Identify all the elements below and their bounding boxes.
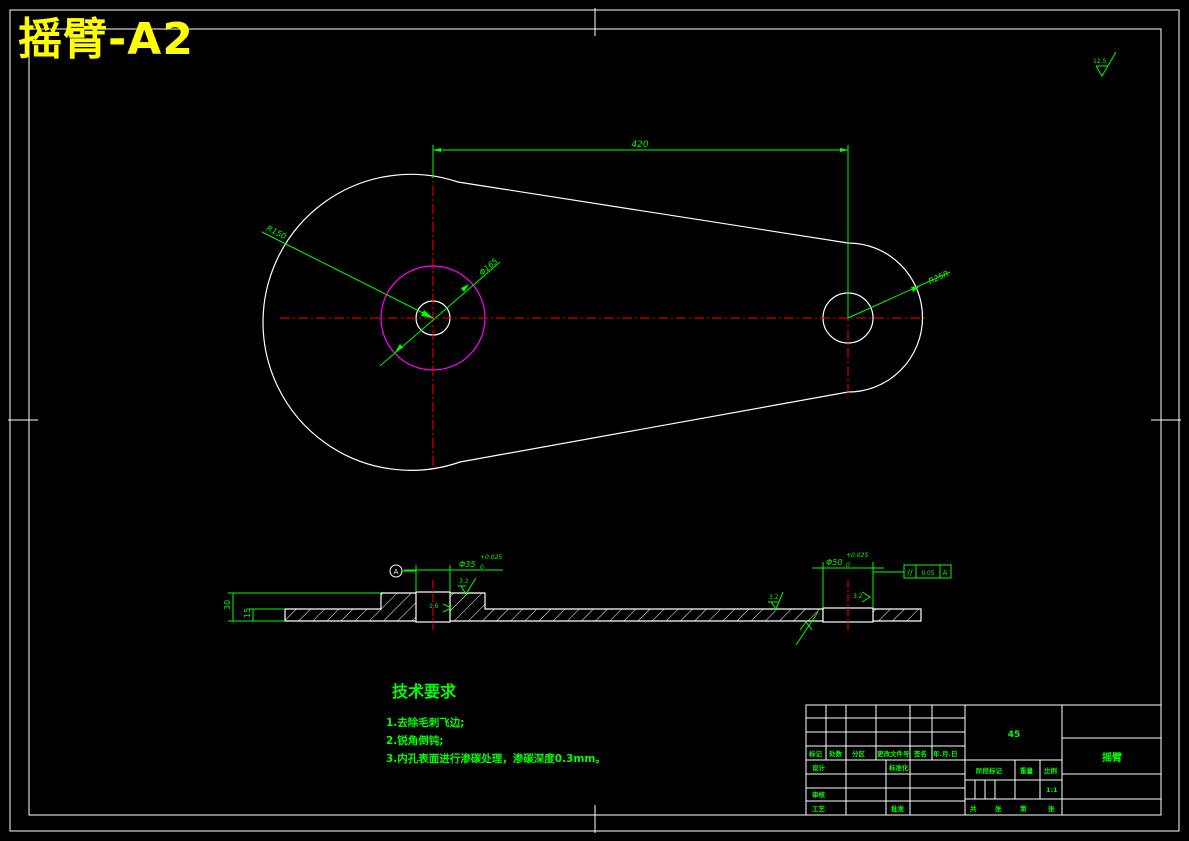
tb-scale-label: 比例 (1044, 766, 1058, 775)
phi50-tol-lower: 0 (846, 562, 850, 569)
tb-header-4: 签名 (913, 749, 927, 758)
svg-text:3.2: 3.2 (459, 578, 469, 585)
tb-header-2: 分区 (852, 749, 866, 758)
tech-requirement-item-1: 1.去除毛刺飞边; (386, 717, 465, 729)
phi50-tol-upper: +0.025 (846, 552, 868, 559)
title-block-text: 标记 处数 分区 更改文件号 签名 年.月.日 设计 标准化 审核 工艺 批准 … (808, 730, 1122, 813)
title-block (805, 704, 1162, 816)
phi35-text: Φ35 (459, 560, 475, 569)
drawing-title: 摇臂-A2 (18, 14, 194, 65)
svg-text:1.6: 1.6 (429, 603, 439, 610)
tb-part-name: 摇臂 (1102, 751, 1122, 764)
tb-sheet-num: 第 (1020, 804, 1027, 813)
tb-sheet-word: 张 (995, 804, 1002, 813)
top-view: 420 R150 Φ165 R25R (261, 140, 951, 471)
r150-text: R150 (265, 224, 288, 241)
r150-arrow (421, 310, 433, 318)
parallelism-frame: // 0.05 A (873, 564, 952, 579)
tb-design: 设计 (812, 763, 826, 772)
parallel-value: 0.05 (921, 570, 935, 577)
tb-process: 工艺 (812, 804, 826, 813)
tb-review: 审核 (812, 790, 826, 799)
tb-header-5: 年.月.日 (933, 749, 957, 758)
r25-arrow (911, 286, 920, 292)
svg-text:3.2: 3.2 (853, 593, 863, 600)
tb-stage-mark: 阶段标记 (976, 766, 1003, 775)
roughness-surface: 3.2 (768, 591, 819, 646)
dim-420-arrow-right (840, 148, 848, 152)
roughness-hole-right: 3.2 (853, 591, 871, 603)
tb-material: 45 (1008, 730, 1021, 740)
tb-standardization: 标准化 (888, 763, 909, 772)
tb-scale-value: 1:1 (1046, 786, 1058, 794)
tb-approve: 批准 (891, 804, 905, 813)
tb-header-0: 标记 (808, 749, 823, 758)
phi165-arrow-a (461, 284, 469, 292)
phi35-tol-upper: +0.025 (480, 554, 502, 561)
technical-requirements: 技术要求 1.去除毛刺飞边; 2.锐角倒钝; 3.内孔表面进行渗碳处理，渗碳深度… (386, 678, 606, 768)
parallel-symbol: // (907, 568, 913, 577)
tech-requirement-item-3: 3.内孔表面进行渗碳处理，渗碳深度0.3mm。 (386, 753, 606, 765)
parallel-datum: A (943, 569, 948, 577)
tb-sheet-word2: 张 (1048, 804, 1055, 813)
lever-outline (262, 173, 924, 471)
tech-requirement-item-2: 2.锐角倒钝; (386, 735, 444, 747)
dim-30-text: 30 (223, 600, 232, 610)
dim-420-text: 420 (631, 140, 648, 150)
svg-text:3.2: 3.2 (769, 594, 779, 601)
roughness-symbol-general: 12.5 (1093, 51, 1117, 77)
r25-text: R25R (927, 269, 950, 286)
r25-leader (847, 271, 951, 319)
roughness-hole-left: 3.2 1.6 (429, 577, 477, 613)
tb-header-3: 更改文件号 (877, 749, 910, 758)
phi50-text: Φ50 (826, 558, 842, 567)
tb-header-1: 处数 (828, 749, 843, 758)
dim-15-text: 15 (243, 608, 252, 618)
section-view: 30 15 Φ35 +0.025 0 A 3.2 1.6 3.2 (223, 552, 952, 646)
dim-420-arrow-left (433, 148, 441, 152)
tech-requirements-heading: 技术要求 (392, 682, 457, 701)
phi165-text: Φ165 (477, 257, 499, 278)
roughness-general-text: 12.5 (1093, 58, 1107, 65)
datum-label: A (394, 568, 399, 576)
tb-sheet-total: 共 (970, 804, 977, 813)
phi165-arrow-b (395, 344, 403, 352)
r150-leader (261, 231, 434, 319)
tb-weight: 重量 (1020, 766, 1034, 775)
phi35-tol-lower: 0 (480, 564, 484, 571)
